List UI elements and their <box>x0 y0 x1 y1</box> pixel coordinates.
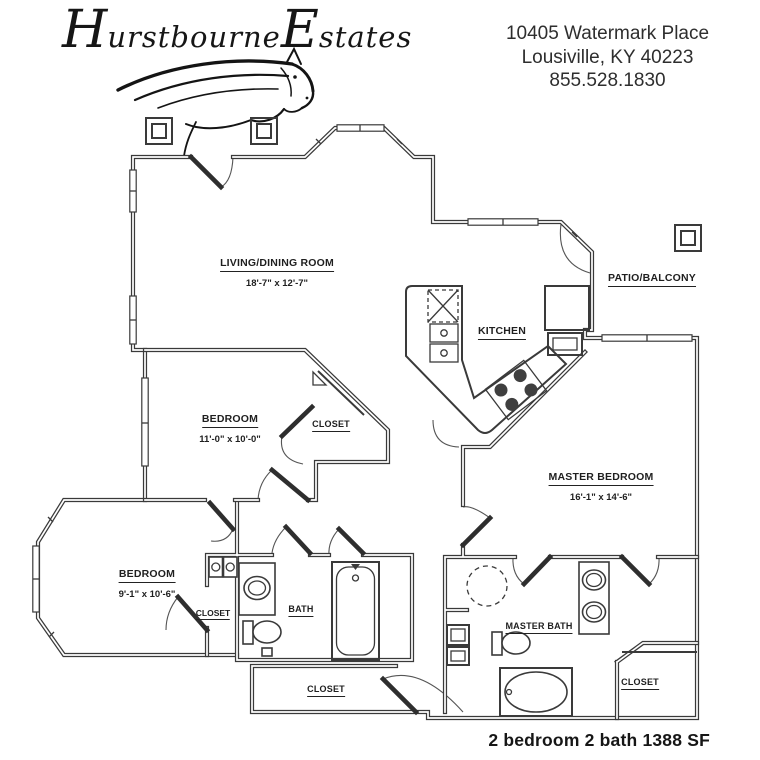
double-vanity-icon <box>578 561 610 635</box>
property-address: 10405 Watermark Place Lousiville, KY 402… <box>455 22 760 93</box>
logo-wordmark: HurstbourneEstates <box>62 0 413 60</box>
refrigerator-icon <box>544 285 590 331</box>
logo-initial-e: E <box>280 0 319 60</box>
master-bedroom-door <box>459 514 494 549</box>
master-bath-fixtures <box>446 561 610 717</box>
room-label-living: LIVING/DINING ROOM 18'-7" x 12'-7" <box>220 257 334 289</box>
entry-door <box>187 153 225 191</box>
door-arcs <box>165 156 660 713</box>
column-icons <box>145 117 702 252</box>
bedroom1-door <box>268 466 312 504</box>
closet1-door <box>278 403 316 440</box>
room-label-patio: PATIO/BALCONY <box>608 267 696 287</box>
bath-fixtures <box>208 556 380 661</box>
linen-cabinet-icon <box>446 624 470 666</box>
room-label-closet1: CLOSET <box>312 413 350 433</box>
unit-summary: 2 bedroom 2 bath 1388 SF <box>488 730 710 750</box>
bathtub-icon <box>331 561 380 661</box>
room-label-bath: BATH <box>288 598 314 618</box>
address-line1: 10405 Watermark Place <box>505 23 710 44</box>
room-label-bedroom2: BEDROOM 9'-1" x 10'-6" <box>118 568 176 600</box>
closet2-door <box>174 593 211 634</box>
bedroom2-door <box>206 499 237 533</box>
master-toilet-icon <box>491 631 531 656</box>
horse-head-icon <box>116 46 315 157</box>
kitchen-fixtures <box>405 285 590 434</box>
garden-tub-icon <box>499 667 573 717</box>
room-label-closet2: CLOSET <box>195 602 231 622</box>
room-label-master-closet: CLOSET <box>621 671 659 691</box>
bath-door <box>282 523 314 557</box>
column-icon <box>145 117 173 145</box>
exterior-walls <box>35 125 700 721</box>
address-phone: 855.528.1830 <box>549 70 666 91</box>
washer-dryer-icon <box>208 556 238 578</box>
toilet-icon <box>242 620 282 657</box>
room-label-bedroom1: BEDROOM 11'-0" x 10'-0" <box>199 413 261 445</box>
master-closet-door <box>618 553 653 588</box>
bath-vanity-icon <box>238 562 276 616</box>
dishwasher-icon <box>427 289 459 323</box>
address-line2: Lousiville, KY 40223 <box>521 46 694 68</box>
column-icon <box>250 117 278 145</box>
room-label-kitchen: KITCHEN <box>477 320 527 340</box>
hall-door <box>335 525 367 557</box>
kitchen-counter <box>405 285 568 434</box>
logo-initial-h: H <box>62 0 108 60</box>
column-icon <box>674 224 702 252</box>
kitchen-sink-icon <box>429 323 459 363</box>
room-label-master-bedroom: MASTER BEDROOM 16'-1" x 14'-6" <box>548 471 654 503</box>
room-label-master-bath: MASTER BATH <box>505 615 573 635</box>
interior-walls <box>142 347 700 721</box>
range-icon <box>484 359 548 421</box>
door-leaves <box>174 153 653 716</box>
master-bath-door <box>520 553 554 588</box>
shower-icon <box>466 565 508 607</box>
windows <box>32 124 693 638</box>
room-label-hall-closet: CLOSET <box>307 678 345 698</box>
hall-closet-door <box>379 675 420 716</box>
kitchen-cabinet-icon <box>547 332 583 356</box>
